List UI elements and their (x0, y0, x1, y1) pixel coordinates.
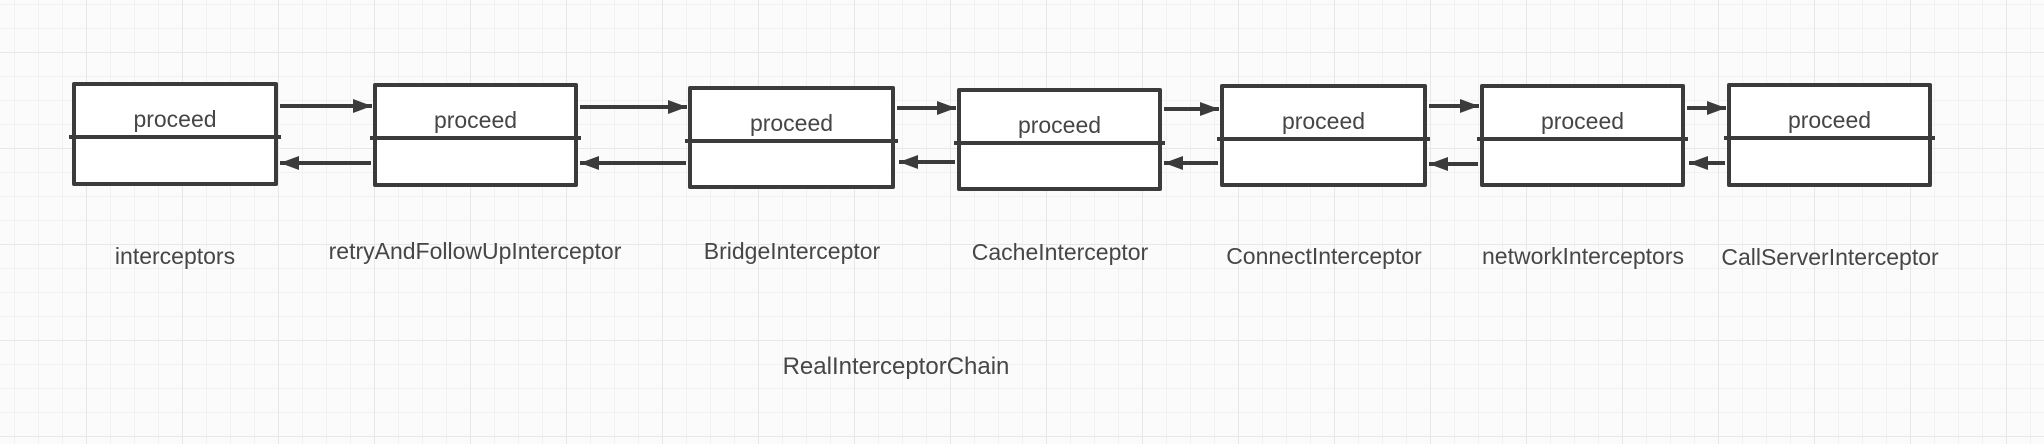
chain-box-retry-and-follow-up: proceed (370, 83, 581, 187)
node-label-interceptors: interceptors (114, 243, 236, 269)
chain-box-network-interceptors: proceed (1477, 84, 1688, 187)
response-cell (76, 139, 274, 182)
response-cell (1484, 141, 1681, 183)
response-cell (1224, 141, 1423, 183)
proceed-cell: proceed (1540, 108, 1625, 134)
response-cell (377, 140, 574, 183)
box-divider (370, 136, 581, 140)
box-divider (1724, 136, 1935, 140)
proceed-cell: proceed (1787, 107, 1872, 133)
proceed-cell: proceed (133, 106, 217, 132)
chain-box-cache: proceed (954, 88, 1165, 191)
box-divider (954, 141, 1165, 145)
proceed-cell: proceed (1281, 108, 1366, 134)
chain-box-interceptors: proceed (69, 82, 281, 186)
response-cell (961, 145, 1158, 187)
proceed-cell: proceed (433, 107, 518, 133)
node-label-retry-and-follow-up: retryAndFollowUpInterceptor (328, 238, 622, 264)
node-label-bridge-interceptor: BridgeInterceptor (703, 238, 881, 264)
proceed-cell: proceed (749, 110, 834, 136)
box-divider (685, 139, 898, 143)
response-cell (692, 143, 891, 185)
node-label-network-interceptors: networkInterceptors (1482, 243, 1684, 269)
chain-title: RealInterceptorChain (782, 353, 1010, 380)
chain-box-call-server: proceed (1724, 83, 1935, 187)
node-label-cache-interceptor: CacheInterceptor (971, 239, 1149, 265)
box-divider (1477, 137, 1688, 141)
chain-box-connect: proceed (1217, 84, 1430, 187)
box-divider (69, 135, 281, 139)
node-label-connect-interceptor: ConnectInterceptor (1226, 243, 1422, 269)
node-label-call-server-interceptor: CallServerInterceptor (1721, 244, 1939, 270)
box-divider (1217, 137, 1430, 141)
proceed-cell: proceed (1017, 112, 1102, 138)
chain-box-bridge: proceed (685, 86, 898, 189)
response-cell (1731, 140, 1928, 183)
